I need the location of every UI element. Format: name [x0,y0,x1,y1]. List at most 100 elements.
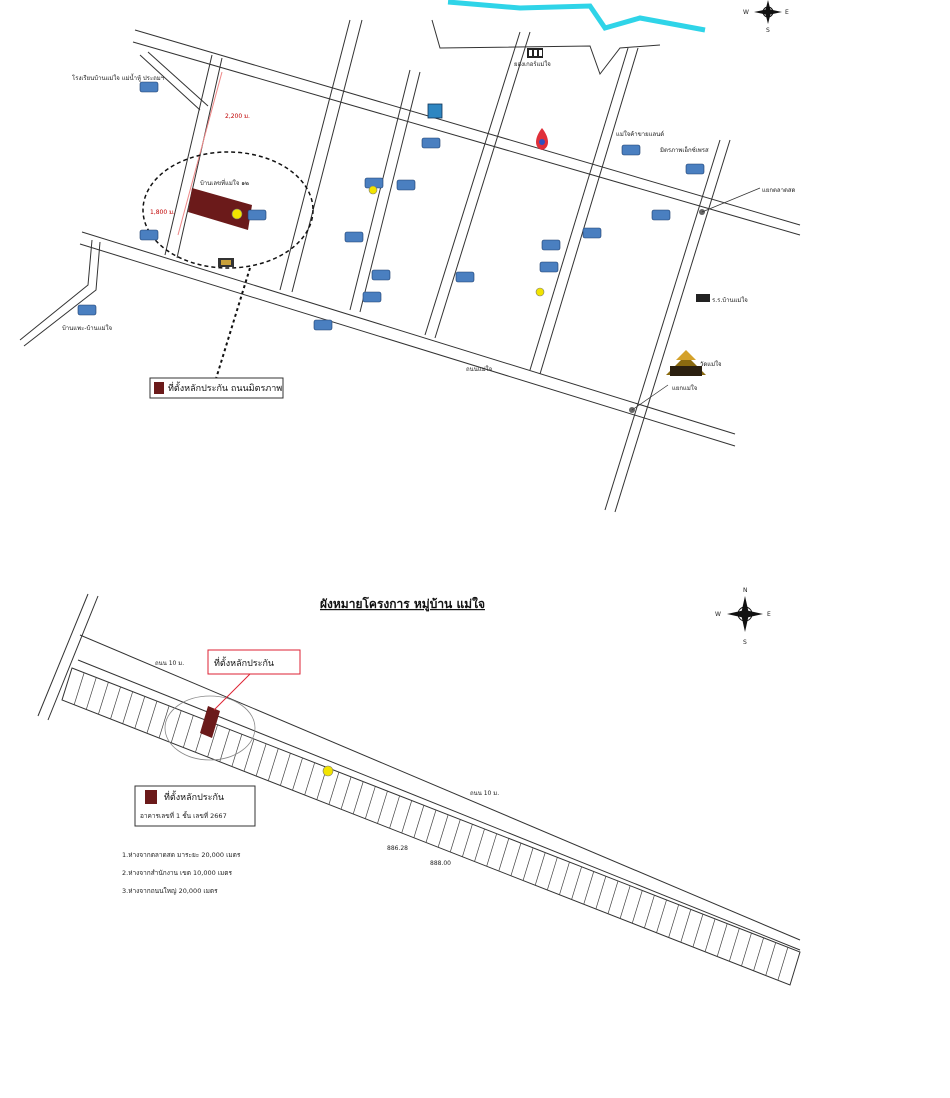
label-temple: วัดแม่ใจ [700,360,722,368]
lot-divider [583,871,595,905]
road-v2b [291,19,363,293]
bus-icon [344,231,364,243]
bus-icon [247,209,267,221]
main-road-lower [81,231,736,435]
compass-e: E [767,611,771,618]
left-road [19,239,93,341]
bus-icon [539,261,559,273]
lot-divider [498,838,510,872]
pin-icon [368,185,378,195]
lot-divider [401,800,413,834]
bus-icon [362,291,382,303]
lot-divider [364,786,376,819]
bottom-map-title: ผังหมายโครงการ หมู่บ้าน แม่ใจ [320,596,485,612]
distance-label-1: 2,200 ม. [225,113,250,120]
lot-divider [474,828,485,862]
lot-divider [765,942,777,976]
road-v3b [359,71,421,313]
property-lot [200,706,220,738]
road-school-b [147,51,209,107]
bus-icon [139,229,159,241]
bus-icon [541,239,561,251]
compass-rose-icon: N S E W [715,587,771,646]
bus-icon [621,144,641,156]
bus-icon [421,137,441,149]
side-road [47,595,99,721]
lot-divider [486,833,498,867]
label-junction2: แยกแม่ใจ [672,384,697,392]
road-v4 [424,31,521,336]
lot-divider [777,947,789,981]
lot-divider [219,729,231,762]
road-v1 [164,54,213,256]
lot-divider [158,705,170,739]
legend-leader [214,267,251,383]
width-label-1: 886.28 [387,845,408,852]
compass-s: S [743,639,747,646]
pin-icon [322,765,334,777]
lot-divider [243,738,255,772]
bus-icon [582,227,602,239]
lot-divider [534,852,546,886]
bus-icons [77,81,705,331]
road-label-2: ถนน 10 ม. [470,790,499,797]
top-legend-label: ที่ตั้งหลักประกัน ถนนมิตรภาพ [168,381,282,394]
lot-divider [170,710,182,743]
label-junction1: แยกตลาดสด [762,187,796,194]
lot-divider [377,790,388,824]
property-highlight-circle [142,151,314,269]
lot-divider [631,890,643,924]
main-road-upper [134,29,801,226]
estate-road-top-b [77,659,801,951]
junction-leader-2 [631,384,669,411]
road-v3 [349,69,411,311]
lot-divider [352,781,364,815]
compass-s: S [766,27,770,34]
road-v6b [614,139,731,513]
lot-divider [134,696,146,729]
lot-divider [255,743,267,777]
road-label-1: ถนน 10 ม. [155,660,184,667]
lot-divider [425,809,437,843]
compass-e: E [785,9,789,16]
bottom-legend-line1: ที่ตั้งหลักประกัน [164,790,224,803]
note-1: 1.ห่างจากตลาดสด มาระยะ 20,000 เมตร [122,851,241,859]
lot-divider [449,819,461,853]
lot-divider [280,753,291,786]
building-icon [527,48,543,58]
callout-box [207,649,301,675]
lot-highlight-circle [164,695,256,761]
bus-icon [371,269,391,281]
lot-divider [110,686,121,720]
main-road-lower-b [79,243,736,447]
note-3: 3.ห่างจากถนนใหญ่ 20,000 เมตร [122,887,218,895]
road-v4b [434,31,531,339]
lot-divider [207,724,218,758]
road-v5 [529,47,629,371]
lot-divider [741,932,752,967]
estate-road-top [79,634,801,941]
bus-icon [685,163,705,175]
bus-icon [313,319,333,331]
lot-divider [437,814,449,848]
label-village: บ้านแพะ-บ้านแม่ใจ [62,324,112,332]
label-south-road: ถนนแม่ใจ [466,365,492,373]
compass-n: N [743,587,748,594]
bottom-legend-swatch [145,790,157,804]
lot-divider [98,682,109,715]
lot-divider [522,847,534,881]
top-legend-box [149,377,284,399]
lot-divider [85,677,97,710]
river-bank-road [431,19,661,76]
compass-rose-icon: N S E W [743,0,789,34]
bank-icon [427,103,443,119]
lot-divider [292,757,303,791]
lot-divider [680,909,692,943]
lot-divider [267,748,279,781]
gas-station-icon [536,128,548,150]
bottom-map: ผังหมายโครงการ หมู่บ้าน แม่ใจ N S E W ที… [37,587,801,986]
bottom-legend-line2: อาคารเลขที่ 1 ชั้น เลขที่ 2667 [140,811,227,820]
compass-w: W [743,9,749,16]
lot-divider [668,904,680,938]
label-shop1: แม่ใจค้าขายแลนด์ [616,130,664,138]
